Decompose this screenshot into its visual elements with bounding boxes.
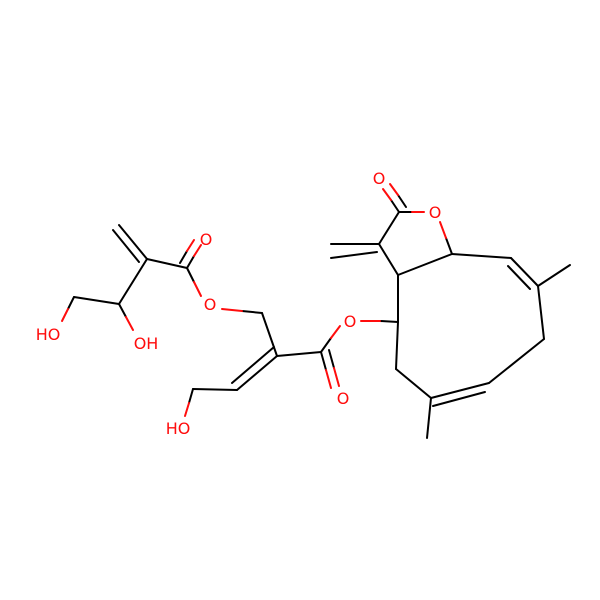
bond-left-alpha-chiral bbox=[118, 258, 148, 305]
bond-co-lactone-b2 bbox=[389, 183, 399, 196]
bond-ring-c13-c14-a bbox=[430, 382, 490, 399]
atom-o-ester-right-link: O bbox=[344, 312, 357, 331]
bond-co-right-b1 bbox=[328, 349, 335, 369]
bond-allyl-oh-b bbox=[184, 402, 190, 417]
bond-co-lactone-a2 bbox=[382, 188, 392, 201]
bond-lactone-c2-c3 bbox=[378, 211, 400, 245]
bond-alpha-beta-b bbox=[231, 346, 275, 384]
bond-olink-acyl-b bbox=[193, 281, 202, 297]
bond-ring-c9a-c10 bbox=[451, 253, 512, 259]
bond-exo-methylene-1b bbox=[330, 251, 378, 259]
bond-ch2-olink-a bbox=[241, 310, 263, 314]
atom-o-lactone-carbonyl: O bbox=[373, 169, 386, 188]
bond-co-lactone-b1 bbox=[397, 194, 407, 208]
bond-oester-acyl-b bbox=[330, 325, 341, 339]
atom-oh-secondary: OH bbox=[134, 334, 159, 353]
bond-lactone-c9a-o1a bbox=[445, 237, 453, 255]
bond-left-chiral-ch2 bbox=[73, 296, 120, 305]
bond-co-right-a1 bbox=[320, 351, 327, 371]
bond-lactone-c3-c3a bbox=[378, 243, 399, 276]
bond-ring-c10-c11-a bbox=[510, 257, 539, 287]
bond-left-methylene-b bbox=[112, 229, 140, 263]
atom-o-lactone-ring: O bbox=[429, 203, 442, 222]
bond-ring-c12-c13 bbox=[488, 338, 545, 384]
bond-co-left-a2 bbox=[193, 244, 202, 257]
bond-oester-acyl-a bbox=[320, 337, 332, 353]
bond-left-acyl-alpha bbox=[146, 258, 188, 269]
bond-co-left-b1 bbox=[179, 250, 188, 264]
bond-lactone-c9a-o1b bbox=[439, 221, 447, 239]
bond-ring-c13-c14-b bbox=[432, 391, 486, 407]
bond-ch2-olink-b bbox=[221, 308, 243, 312]
bond-co-lactone-a1 bbox=[390, 199, 400, 213]
bond-alpha-beta-a bbox=[236, 355, 278, 391]
bond-c4-oester-a bbox=[379, 320, 399, 323]
bond-acyl-c-alpha bbox=[276, 351, 322, 357]
bond-lactone-c3a-c9a bbox=[397, 253, 453, 276]
bond-ring-c15-c4 bbox=[395, 321, 399, 370]
bond-co-right-b2 bbox=[333, 367, 340, 387]
atom-o-ester-right-carbonyl: O bbox=[337, 389, 350, 408]
bond-ch2-oh-b bbox=[61, 308, 69, 322]
bond-methyl-right bbox=[537, 264, 571, 287]
bond-alpha-ch2 bbox=[261, 312, 278, 357]
bond-ch-oh-a bbox=[118, 303, 127, 318]
bond-ring-c10-c11-b bbox=[507, 265, 531, 290]
bond-beta-ch2 bbox=[192, 388, 238, 391]
bond-left-methylene-a bbox=[118, 224, 148, 260]
carbon-bonds bbox=[73, 211, 571, 439]
atom-oh-primary-left: HO bbox=[36, 325, 61, 344]
bond-co-left-a1 bbox=[186, 255, 195, 269]
atom-oh-allylic: HO bbox=[166, 419, 191, 438]
bond-methyl-bottom bbox=[426, 397, 432, 439]
bond-co-right-a2 bbox=[325, 369, 332, 389]
bond-ring-c14-c15 bbox=[395, 368, 432, 399]
bond-allyl-oh-a bbox=[188, 388, 194, 404]
heteroatom-bonds bbox=[61, 183, 453, 417]
atom-labels: O O O O O O HO OH HO bbox=[36, 169, 442, 438]
atom-o-ester-left-link: O bbox=[204, 295, 217, 314]
bond-ring-c11-c12 bbox=[537, 285, 545, 340]
atom-o-ester-left-carbonyl: O bbox=[200, 230, 213, 249]
bond-ch-oh-b bbox=[125, 316, 134, 331]
bond-olink-acyl-a bbox=[186, 267, 195, 283]
bond-co-left-b2 bbox=[186, 239, 195, 252]
bond-ch2-oh-a bbox=[67, 296, 75, 310]
